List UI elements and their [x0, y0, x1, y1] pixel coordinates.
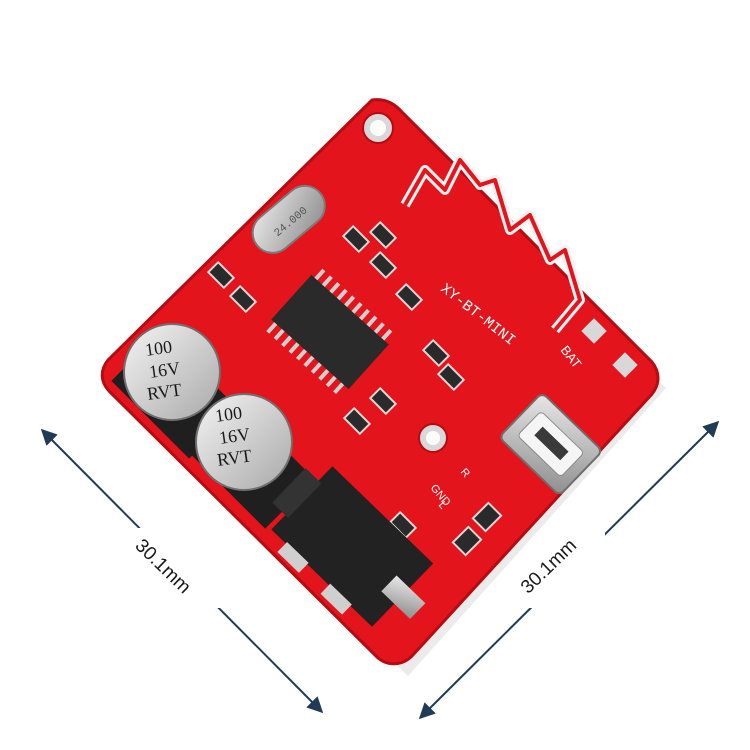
battery-pad-minus	[612, 352, 638, 378]
svg-text:16V: 16V	[148, 358, 181, 382]
svg-text:RVT: RVT	[146, 379, 183, 404]
svg-text:RVT: RVT	[216, 445, 253, 470]
smd-components	[206, 220, 503, 557]
micro-usb-port	[500, 394, 602, 495]
svg-text:100: 100	[214, 402, 244, 426]
svg-text:100: 100	[144, 336, 174, 360]
svg-text:16V: 16V	[218, 424, 251, 448]
pcb-board	[100, 98, 660, 666]
battery-pad-plus	[581, 318, 607, 344]
audio-jack	[271, 466, 434, 627]
main-ic-chip	[266, 268, 393, 394]
